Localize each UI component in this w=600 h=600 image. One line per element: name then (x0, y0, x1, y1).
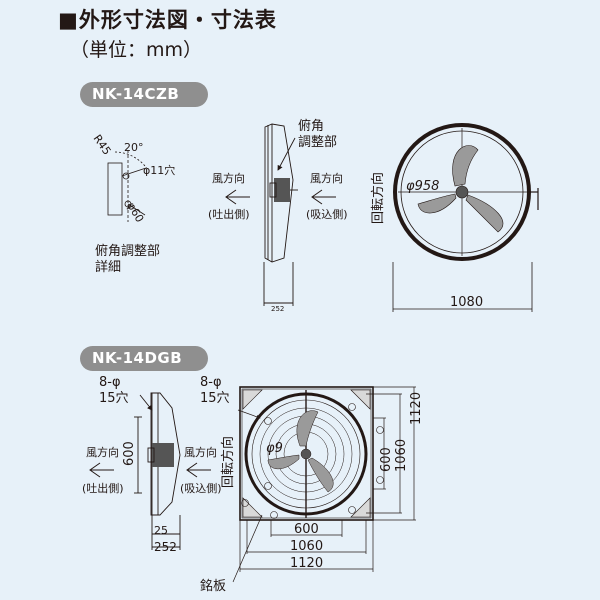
nk14czb-tilt-detail (107, 150, 149, 222)
nk14dgb-front-view (232, 386, 416, 583)
angle-label: 20° (124, 141, 144, 154)
dim-252-czb: 252 (271, 305, 284, 313)
wind-arrow-left-icon (311, 189, 336, 205)
model-badge-nk14dgb: NK-14DGB (80, 346, 208, 371)
wind-arrow-left-icon (225, 189, 250, 205)
holes-front-1: 8-φ (200, 375, 222, 390)
page-title: ■外形寸法図・寸法表 (58, 8, 277, 32)
nk14czb-front-view (392, 123, 539, 312)
nameplate-label: 銘板 (200, 579, 226, 594)
tilt-detail-label-2: 詳細 (95, 259, 121, 275)
nk14czb-side-view (263, 123, 298, 306)
dim-1120-bottom: 1120 (290, 556, 323, 571)
dim-25: 25 (154, 524, 168, 537)
dim-1060-right: 1060 (394, 439, 409, 472)
outlet-label: (吐出側) (208, 207, 250, 221)
outlet-label-dgb: (吐出側) (82, 481, 124, 495)
wind-dir-inlet-dgb: 風方向 (184, 445, 217, 459)
wind-dir-outlet: 風方向 (212, 171, 245, 185)
wind-arrow-left-icon (186, 462, 211, 478)
r45-label: R45 (91, 132, 114, 157)
holes-front-2: 15穴 (200, 391, 230, 406)
tilt-detail-label-1: 俯角調整部 (95, 243, 160, 259)
dim-600-right: 600 (379, 447, 394, 472)
model-badge-nk14czb: NK-14CZB (80, 82, 208, 107)
holes-side-1: 8-φ (99, 375, 121, 390)
dim-252-dgb: 252 (154, 540, 177, 554)
dim-1060-bottom: 1060 (290, 539, 323, 554)
unit-label: （単位：mm） (70, 39, 203, 61)
wind-dir-inlet: 風方向 (310, 171, 343, 185)
tilt-label-2: 調整部 (298, 135, 337, 150)
dim-600-vertical: 600 (122, 441, 137, 466)
inlet-label: (吸込側) (306, 208, 348, 221)
tilt-label-1: 俯角 (298, 118, 324, 134)
nk14dgb-side-view (134, 392, 181, 550)
phi-label-dgb: φ9 (266, 441, 283, 456)
rotation-label-dgb: 回転方向 (220, 436, 236, 488)
wind-arrow-left-icon (89, 462, 114, 478)
wind-dir-outlet-dgb: 風方向 (86, 445, 119, 459)
phi958-label: φ958 (406, 179, 439, 194)
hole-label: φ11穴 (143, 163, 175, 177)
dim-1080: 1080 (450, 295, 483, 310)
holes-side-2: 15穴 (99, 391, 129, 406)
dim-600-bottom: 600 (294, 522, 319, 537)
rotation-label-czb: 回転方向 (370, 172, 386, 224)
inlet-label-dgb: (吸込側) (180, 482, 222, 495)
dim-1120-right: 1120 (409, 392, 424, 425)
